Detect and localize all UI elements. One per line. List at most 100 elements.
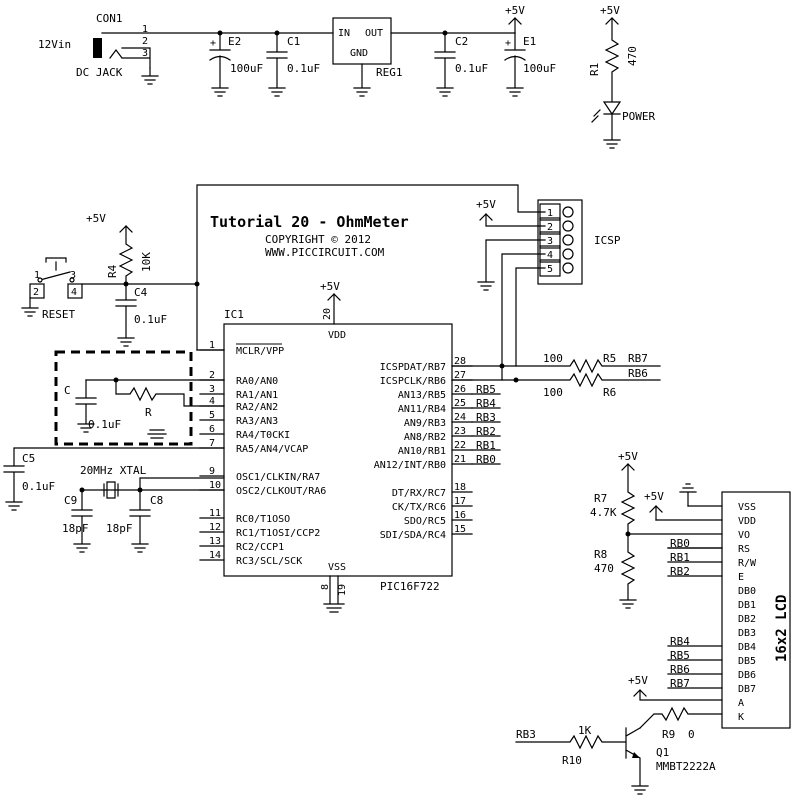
power-led-label: POWER	[622, 110, 655, 123]
c9-value: 18pF	[62, 522, 89, 535]
svg-text:4: 4	[547, 250, 553, 261]
mcu-pin-name: AN9/RB3	[404, 418, 446, 429]
r9-resistor-symbol	[639, 706, 723, 729]
net-label: RB2	[476, 425, 496, 438]
led-rays	[591, 109, 601, 123]
lcd-pin-label: VSS	[738, 502, 756, 513]
con1-label: CON1	[96, 12, 123, 25]
vdd-pin-num: 20	[322, 308, 333, 320]
mcu-pin-name: AN8/RB2	[404, 432, 446, 443]
r5-net: RB7	[628, 352, 648, 365]
lcd-module	[721, 491, 791, 729]
c1-value: 0.1uF	[287, 62, 320, 75]
net-label: RB4	[476, 397, 496, 410]
c4-capacitor-symbol	[115, 283, 137, 347]
r7-value: 4.7K	[590, 506, 617, 519]
mcu-pin-name: AN13/RB5	[398, 390, 446, 401]
icsp-header	[537, 199, 583, 285]
mcu-pin-number: 21	[454, 454, 466, 465]
r1-value: 470	[626, 46, 639, 66]
svg-text:2: 2	[547, 222, 553, 233]
mcu-pin-number: 15	[454, 524, 466, 535]
rb-resistors: 100 R5 RB7 100 R6 RB6	[451, 352, 661, 399]
mcu-pin-number: 28	[454, 356, 466, 367]
net-label: RB5	[476, 383, 496, 396]
lcd-pin-label: R/W	[738, 558, 757, 569]
lcd-vdd-vcc-label: +5V	[644, 490, 664, 503]
r10-net: RB3	[516, 728, 536, 741]
c9-capacitor-symbol	[71, 489, 225, 553]
svg-text:4: 4	[71, 287, 77, 298]
r8-label: R8	[594, 548, 607, 561]
mcu-vss-wire	[323, 575, 345, 613]
lcd-pin-label: DB5	[738, 656, 756, 667]
mcu-ref: IC1	[224, 308, 244, 321]
lcd-pin-label: DB0	[738, 586, 756, 597]
c9-label: C9	[64, 494, 77, 507]
jack-pin-3: 3	[142, 48, 148, 59]
c8-value: 18pF	[106, 522, 133, 535]
mcu-pin-number: 26	[454, 384, 466, 395]
icsp-data-wires	[501, 253, 546, 381]
svg-text:+: +	[210, 38, 216, 49]
mcu-pin-name: AN11/RB4	[398, 404, 446, 415]
svg-text:+: +	[505, 38, 511, 49]
gnd-jack	[141, 67, 159, 85]
dc-jack-label: DC JACK	[76, 66, 123, 79]
svg-text:3: 3	[547, 236, 553, 247]
lcd-pins: VSSVDDVORSRB0R/WRB1ERB2DB0DB1DB2DB3DB4RB…	[627, 502, 757, 723]
lcd-pin-label: DB1	[738, 600, 756, 611]
lcd-pin-label: DB2	[738, 614, 756, 625]
reset-section: +5V R4 10K C4 0.1uF 1 2 3 4 RESET	[21, 212, 200, 347]
mcu-pin-number: 10	[209, 480, 221, 491]
lcd-pin-label: DB4	[738, 642, 756, 653]
mcu-pin-number: 1	[209, 340, 215, 351]
e1-value: 100uF	[523, 62, 556, 75]
mcu-pin-number: 22	[454, 440, 466, 451]
r9-value: 0	[688, 728, 695, 741]
probe-c-value: 0.1uF	[88, 418, 121, 431]
switch-pin-4	[67, 283, 83, 299]
lcd-pin-label: RS	[738, 544, 750, 555]
mcu-pin-number: 27	[454, 370, 466, 381]
reg-gnd-label: GND	[350, 48, 368, 59]
ra0-ra2-wire	[85, 379, 225, 407]
c1-label: C1	[287, 35, 300, 48]
lcd-pin-label: K	[738, 712, 744, 723]
net-label: RB3	[476, 411, 496, 424]
r4-value: 10K	[140, 252, 153, 272]
e1-label: E1	[523, 35, 536, 48]
sensor-section: C 0.1uF R C5 0.1uF	[3, 350, 225, 511]
c1-capacitor-symbol	[266, 32, 288, 97]
mcu-pin-name: CK/TX/RC6	[392, 502, 446, 513]
backlight-a-wire	[633, 689, 723, 701]
r8-value: 470	[594, 562, 614, 575]
mcu-pin-name: AN12/INT/RB0	[374, 460, 446, 471]
r6-value: 100	[543, 386, 563, 399]
icsp-pins: 1 2 3 4 5	[539, 203, 574, 277]
vss-pin-8: 8	[320, 584, 331, 590]
q1-part: MMBT2222A	[656, 760, 716, 773]
r5-value: 100	[543, 352, 563, 365]
mcu-pin-name: RA2/AN2	[236, 402, 278, 413]
mcu-pin-name: OSC1/CLKIN/RA7	[236, 472, 320, 483]
lcd-label: 16x2 LCD	[774, 595, 790, 662]
mcu-pin-name: AN10/RB1	[398, 446, 446, 457]
lcd-net-label: RB6	[670, 663, 690, 676]
r10-value: 1K	[578, 724, 592, 737]
mcu-pin-name: MCLR/VPP	[236, 346, 284, 357]
reg1-label: REG1	[376, 66, 403, 79]
reset-vcc-label: +5V	[86, 212, 106, 225]
c5-value: 0.1uF	[22, 480, 55, 493]
r7-vcc-label: +5V	[618, 450, 638, 463]
mcu-part: PIC16F722	[380, 580, 440, 593]
e2-capacitor-symbol	[209, 32, 231, 97]
backlight-section: +5V R9 0 RB3 1K R10 Q1 MMBT2222A	[515, 674, 723, 795]
jack-pin-1: 1	[142, 24, 148, 35]
r9-label: R9	[662, 728, 675, 741]
lcd-net-label: RB4	[670, 635, 690, 648]
probe-dashed-box	[54, 350, 193, 446]
copyright-text: COPYRIGHT © 2012	[265, 233, 371, 246]
